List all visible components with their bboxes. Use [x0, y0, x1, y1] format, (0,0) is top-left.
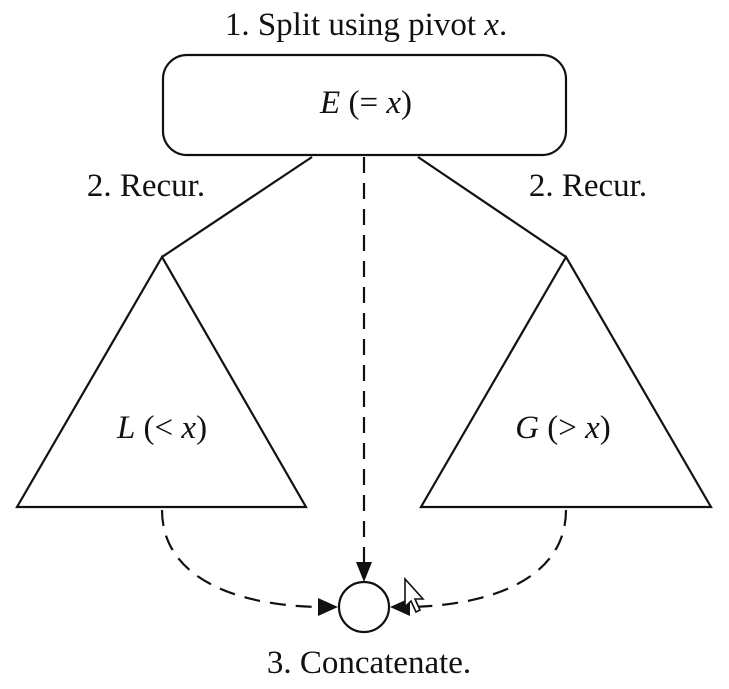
- recur-left-label: 2. Recur.: [87, 168, 205, 204]
- recur-right-label: 2. Recur.: [529, 168, 647, 204]
- pivot-label: E (= x): [319, 85, 412, 121]
- recur-right-edge: [417, 156, 567, 258]
- right-subset-label: G (> x): [515, 410, 611, 446]
- concatenate-node: [337, 580, 391, 634]
- step1-label: 1. Split using pivot x.: [225, 7, 507, 43]
- left-dashed-arrow: [160, 509, 319, 609]
- pivot-box: [161, 53, 568, 157]
- left-arrowhead: [318, 598, 338, 616]
- mouse-pointer-icon: [404, 576, 425, 614]
- pivot-arrowhead: [356, 562, 372, 582]
- left-subset-label: L (< x): [116, 410, 207, 446]
- recur-left-edge: [161, 156, 313, 258]
- right-dashed-arrow: [409, 509, 568, 609]
- left-subset-triangle: [15, 254, 308, 509]
- step3-label: 3. Concatenate.: [267, 645, 471, 681]
- right-subset-triangle: [419, 254, 713, 509]
